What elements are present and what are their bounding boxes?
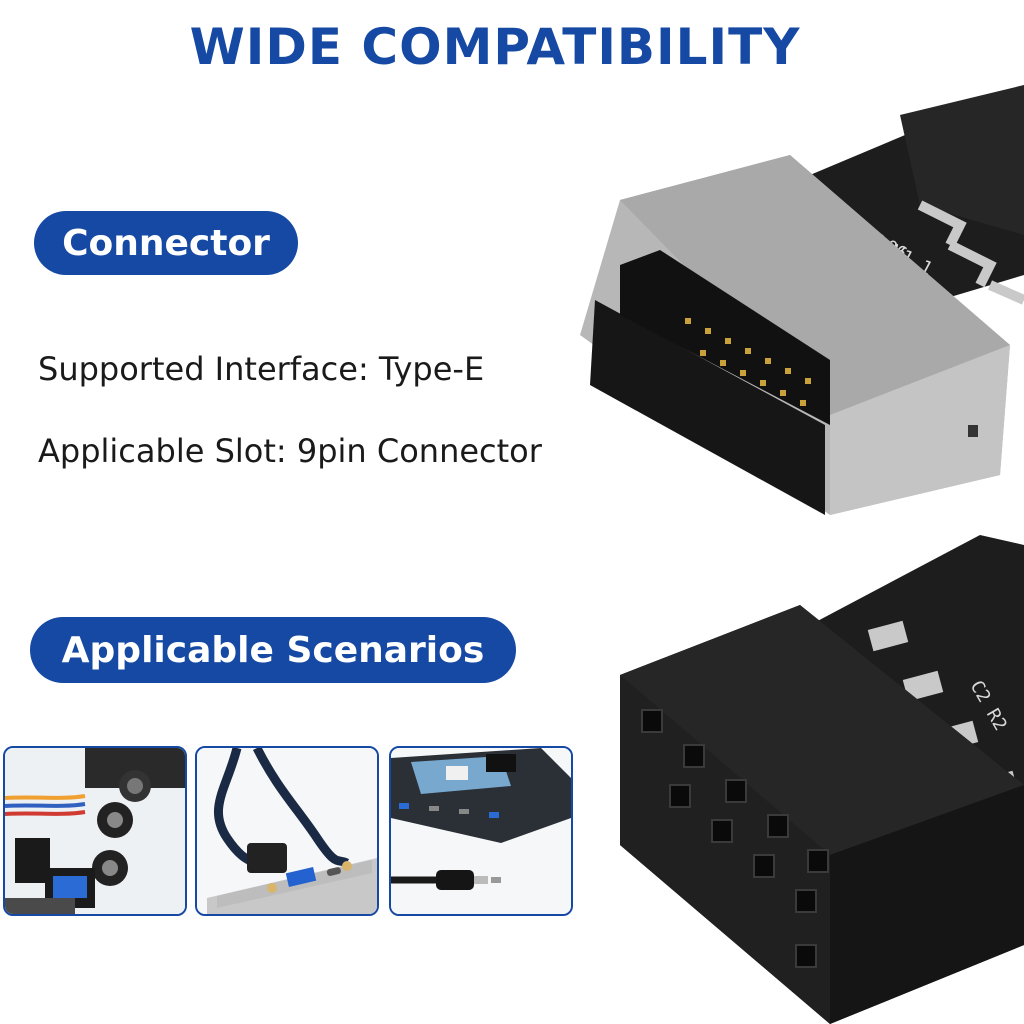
front-panel-image (391, 748, 571, 914)
connector-badge: Connector (34, 211, 298, 275)
scenarios-badge-label: Applicable Scenarios (61, 629, 485, 671)
connector-badge-label: Connector (62, 222, 270, 264)
front-panel-thumbnail (389, 746, 573, 916)
adapter-product-image: Z3L06 V1.1 (560, 85, 1024, 1024)
applicable-slot-text: Applicable Slot: 9pin Connector (38, 432, 542, 470)
pci-bracket-image (197, 748, 377, 914)
motherboard-ports-image (5, 748, 185, 914)
type-e-adapter-illustration: Z3L06 V1.1 (580, 85, 1024, 1024)
pci-bracket-thumbnail (195, 746, 379, 916)
scenarios-badge: Applicable Scenarios (30, 617, 516, 683)
supported-interface-text: Supported Interface: Type-E (38, 350, 485, 388)
motherboard-ports-thumbnail (3, 746, 187, 916)
page-title: WIDE COMPATIBILITY (189, 18, 801, 76)
